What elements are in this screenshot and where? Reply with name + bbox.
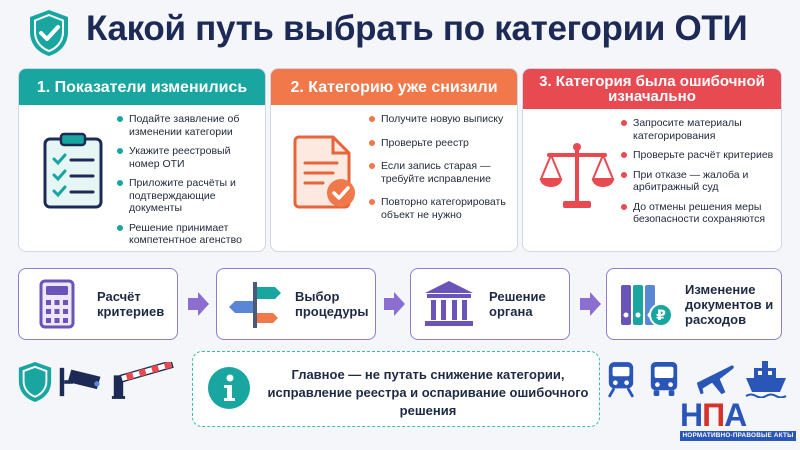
clipboard-checklist-icon — [43, 132, 103, 209]
signpost-icon — [229, 282, 281, 328]
cctv-camera-icon — [59, 367, 101, 397]
card-items: Запросите материалы категорирования Пров… — [621, 117, 775, 233]
flow-step-label: Изменение документов и расходов — [685, 281, 774, 327]
logo-subtitle: НОРМАТИВНО-ПРАВОВЫЕ АКТЫ — [680, 431, 796, 441]
list-item: При отказе — жалоба и арбитражный суд — [621, 169, 775, 194]
list-item: Проверьте реестр — [369, 137, 511, 150]
card-heading: 3. Категория была ошибочной изначально — [523, 69, 781, 109]
svg-text:₽: ₽ — [656, 308, 666, 324]
flow-step-procedure: Выбор процедуры — [216, 268, 376, 340]
list-item: Решение принимает компетентное агенство — [117, 222, 259, 247]
list-item: Повторно категорировать объект не нужно — [369, 196, 511, 221]
list-item: Запросите материалы категорирования — [621, 117, 775, 142]
arrow-right-icon — [580, 292, 601, 316]
header: Какой путь выбрать по категории ОТИ — [0, 0, 800, 62]
key-note: Главное — не путать снижение категории, … — [192, 351, 600, 427]
scales-icon — [539, 143, 615, 208]
list-item: Приложите расчёты и подтверждающие докум… — [117, 177, 259, 215]
flow-step-label: Расчёт критериев — [97, 289, 165, 319]
list-item: Подайте заявление об изменении категории — [117, 113, 259, 138]
barrier-gate-icon — [111, 362, 174, 399]
card-items: Получите новую выписку Проверьте реестр … — [369, 113, 511, 232]
bus-icon — [650, 362, 678, 396]
binders-ruble-icon: ₽ — [621, 285, 673, 327]
flow-step-criteria: Расчёт критериев — [18, 268, 178, 340]
flow-step-label: Решение органа — [489, 289, 546, 319]
list-item: Получите новую выписку — [369, 113, 511, 126]
card-category-lowered: 2. Категорию уже снизили Получите новую … — [270, 68, 518, 252]
logo-letters: НПА — [680, 397, 747, 433]
list-item: Проверьте расчёт критериев — [621, 149, 775, 162]
shield-icon — [18, 362, 52, 402]
arrow-right-icon — [384, 292, 405, 316]
card-indicators-changed: 1. Показатели изменились Подайте заявлен… — [18, 68, 266, 252]
note-text: Главное — не путать снижение категории, … — [267, 367, 589, 418]
card-category-erroneous: 3. Категория была ошибочной изначально З… — [522, 68, 782, 252]
shield-check-icon — [30, 10, 68, 56]
calculator-icon — [39, 279, 75, 329]
government-building-icon — [425, 281, 473, 326]
flow-step-documents: ₽ Изменение документов и расходов — [606, 268, 782, 340]
airplane-icon — [696, 365, 734, 395]
flow-step-decision: Решение органа — [410, 268, 570, 340]
arrow-right-icon — [188, 292, 209, 316]
info-icon — [208, 367, 250, 409]
document-check-icon — [293, 135, 355, 209]
card-items: Подайте заявление об изменении категории… — [117, 113, 259, 251]
list-item: До отмены решения меры безопасности сохр… — [621, 201, 775, 226]
list-item: Укажите реестровый номер ОТИ — [117, 145, 259, 170]
ship-icon — [745, 361, 787, 398]
train-icon — [608, 362, 634, 398]
page-title: Какой путь выбрать по категории ОТИ — [86, 9, 748, 48]
npa-logo: НПА НОРМАТИВНО-ПРАВОВЫЕ АКТЫ — [680, 397, 796, 446]
flow-step-label: Выбор процедуры — [295, 289, 369, 319]
card-heading: 1. Показатели изменились — [19, 69, 265, 105]
card-heading: 2. Категорию уже снизили — [271, 69, 517, 105]
list-item: Если запись старая — требуйте исправлени… — [369, 160, 511, 185]
